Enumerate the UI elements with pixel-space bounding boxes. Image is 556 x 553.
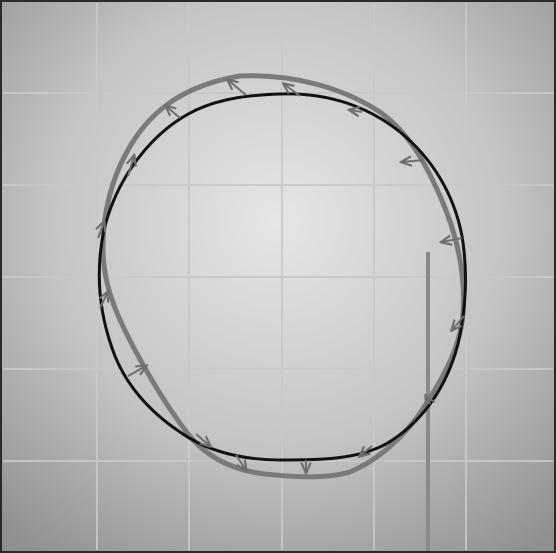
photo-stage bbox=[0, 0, 556, 553]
contour-photo bbox=[0, 0, 556, 553]
